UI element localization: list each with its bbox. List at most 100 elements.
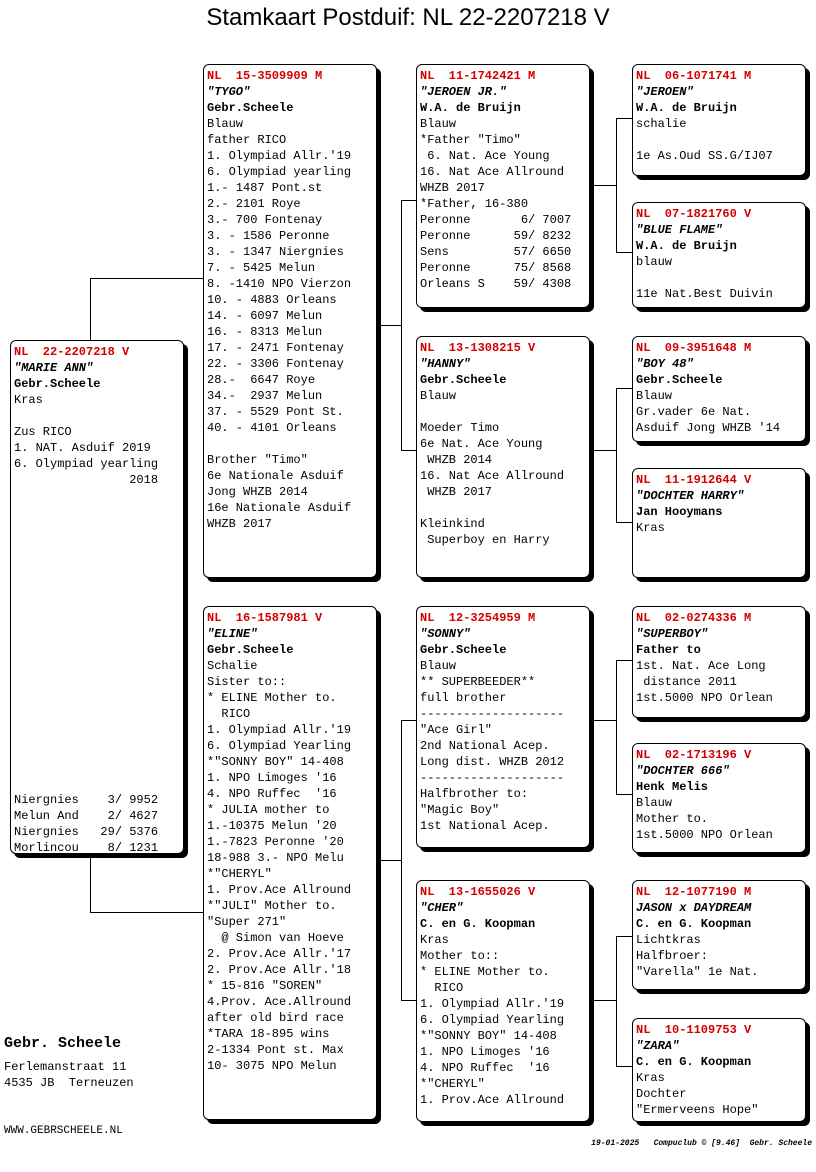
card-line: 1. Prov.Ace Allround bbox=[420, 1093, 565, 1107]
card-line: 1.- 1487 Pont.st bbox=[207, 181, 323, 195]
card-line: 2. Prov.Ace Allr.'18 bbox=[207, 963, 352, 977]
card-line: 1. NPO Limoges '16 bbox=[207, 771, 337, 785]
connector-line bbox=[90, 278, 91, 340]
card-line: Sister to:: bbox=[207, 675, 287, 689]
card-line: 2nd National Acep. bbox=[420, 739, 550, 753]
connector-line bbox=[590, 450, 616, 451]
card-line: *"CHERYL" bbox=[420, 1077, 485, 1091]
card-line: Dochter bbox=[636, 1087, 687, 1101]
card-line: Blauw bbox=[636, 389, 673, 403]
card-line: father RICO bbox=[207, 133, 287, 147]
card-line: * 15-816 "SOREN" bbox=[207, 979, 323, 993]
card-line bbox=[14, 680, 183, 696]
card-line: Kras bbox=[636, 521, 665, 535]
card-line: Gr.vader 6e Nat. bbox=[636, 405, 752, 419]
card-line: 1e As.Oud SS.G/IJ07 bbox=[636, 149, 773, 163]
card-line: distance 2011 bbox=[636, 675, 737, 689]
card-line: 2-1334 Pont st. Max bbox=[207, 1043, 344, 1057]
pigeon-name: "ZARA" bbox=[636, 1039, 680, 1053]
card-line: RICO bbox=[207, 707, 251, 721]
breeder-name: Gebr.Scheele bbox=[207, 101, 294, 115]
card-line: Mother to:: bbox=[420, 949, 500, 963]
owner-street: Ferlemanstraat 11 bbox=[4, 1060, 127, 1074]
breeder-name: Gebr.Scheele bbox=[420, 643, 507, 657]
ring-number: NL 11-1912644 V bbox=[636, 473, 752, 487]
card-line: 6e Nat. Ace Young bbox=[420, 437, 543, 451]
card-line: RICO bbox=[420, 981, 464, 995]
card-line: Kras bbox=[636, 1071, 665, 1085]
card-line: *"CHERYL" bbox=[207, 867, 272, 881]
card-line bbox=[14, 568, 183, 584]
card-line: ** SUPERBEEDER** bbox=[420, 675, 536, 689]
connector-line bbox=[590, 185, 616, 186]
connector-line bbox=[401, 1000, 417, 1001]
card-line: 3. - 1586 Peronne bbox=[207, 229, 330, 243]
card-line: 1. Olympiad Allr.'19 bbox=[207, 723, 352, 737]
connector-line bbox=[616, 252, 633, 253]
card-line: Mother to. bbox=[636, 812, 709, 826]
card-line: Long dist. WHZB 2012 bbox=[420, 755, 565, 769]
card-line: Brother "Timo" bbox=[207, 453, 308, 467]
ring-number: NL 11-1742421 M bbox=[420, 69, 536, 83]
ring-number: NL 22-2207218 V bbox=[14, 345, 130, 359]
card-line: WHZB 2017 bbox=[420, 485, 493, 499]
card-line: Moeder Timo bbox=[420, 421, 500, 435]
pigeon-name: "CHER" bbox=[420, 901, 464, 915]
connector-line bbox=[616, 1066, 633, 1067]
card-line: 6e Nationale Asduif bbox=[207, 469, 344, 483]
card-line bbox=[14, 760, 183, 776]
card-line: 6. Olympiad yearling bbox=[207, 165, 352, 179]
card-line bbox=[636, 270, 805, 286]
card-line: Orleans S 59/ 4308 bbox=[420, 277, 572, 291]
card-line: 1st.5000 NPO Orlean bbox=[636, 828, 773, 842]
pedigree-card-ffm: NL 07-1821760 V"BLUE FLAME"W.A. de Bruij… bbox=[632, 202, 806, 308]
card-line: 1. Olympiad Allr.'19 bbox=[207, 149, 352, 163]
card-line: 18-988 3.- NPO Melu bbox=[207, 851, 344, 865]
card-line: Jong WHZB 2014 bbox=[207, 485, 308, 499]
card-line: Blauw bbox=[636, 796, 673, 810]
ring-number: NL 15-3509909 M bbox=[207, 69, 323, 83]
card-line: Asduif Jong WHZB '14 bbox=[636, 421, 781, 435]
connector-line bbox=[90, 854, 91, 912]
card-line: *"SONNY BOY" 14-408 bbox=[420, 1029, 557, 1043]
card-line bbox=[14, 664, 183, 680]
card-line: 3. - 1347 Niergnies bbox=[207, 245, 344, 259]
card-line: Superboy en Harry bbox=[420, 533, 550, 547]
card-line: 4. NPO Ruffec '16 bbox=[207, 787, 337, 801]
card-line: WHZB 2017 bbox=[207, 517, 272, 531]
card-line: 2.- 2101 Roye bbox=[207, 197, 301, 211]
card-line: 10- 3075 NPO Melun bbox=[207, 1059, 337, 1073]
card-line: Melun And 2/ 4627 bbox=[14, 809, 159, 823]
card-line bbox=[14, 776, 183, 792]
card-line: 8. -1410 NPO Vierzon bbox=[207, 277, 352, 291]
pedigree-card-fmm: NL 11-1912644 V"DOCHTER HARRY"Jan Hooyma… bbox=[632, 468, 806, 578]
ring-number: NL 10-1109753 V bbox=[636, 1023, 752, 1037]
card-line bbox=[420, 404, 589, 420]
card-line: "Ermerveens Hope" bbox=[636, 1103, 759, 1117]
owner-website: WWW.GEBRSCHEELE.NL bbox=[4, 1125, 123, 1137]
card-line: 1.-7823 Peronne '20 bbox=[207, 835, 344, 849]
card-line: *TARA 18-895 wins bbox=[207, 1027, 330, 1041]
card-line bbox=[207, 436, 376, 452]
card-line: "Ace Girl" bbox=[420, 723, 493, 737]
owner-name: Gebr. Scheele bbox=[4, 1035, 122, 1052]
ring-number: NL 02-1713196 V bbox=[636, 748, 752, 762]
card-line: Blauw bbox=[207, 117, 244, 131]
card-line: @ Simon van Hoeve bbox=[207, 931, 344, 945]
connector-line bbox=[616, 388, 633, 389]
pigeon-name: "SONNY" bbox=[420, 627, 471, 641]
connector-line bbox=[616, 388, 617, 522]
card-line: 6. Olympiad Yearling bbox=[420, 1013, 565, 1027]
card-line: -------------------- bbox=[420, 771, 565, 785]
connector-line bbox=[616, 936, 617, 1066]
card-line bbox=[14, 504, 183, 520]
card-line: Peronne 59/ 8232 bbox=[420, 229, 572, 243]
pigeon-name: "SUPERBOY" bbox=[636, 627, 709, 641]
card-line: 1st. Nat. Ace Long bbox=[636, 659, 766, 673]
breeder-name: W.A. de Bruijn bbox=[636, 239, 737, 253]
